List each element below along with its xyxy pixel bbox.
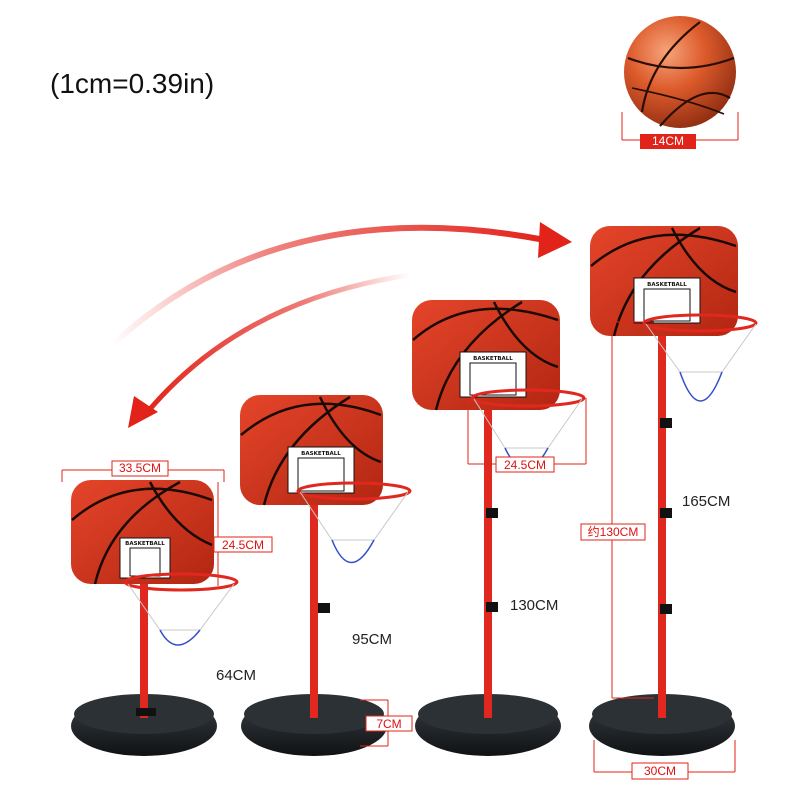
hoop-stand-95: BASKETBALL [240, 395, 412, 756]
board-height-dimension: 24.5CM [213, 482, 273, 586]
board-width-label: 33.5CM [119, 461, 161, 475]
basketball [624, 16, 736, 128]
height-label-130: 130CM [510, 597, 558, 614]
approx-height-dimension: 约130CM [580, 321, 654, 699]
unit-conversion-note: (1cm=0.39in) [50, 68, 215, 99]
ball-diameter-dimension: 14CM [621, 112, 739, 149]
rim-width-dimension: 24.5CM [467, 398, 587, 473]
height-label-64: 64CM [216, 667, 256, 684]
base-height-dimension: 7CM [360, 699, 413, 747]
backboard-text: BASKETBALL [301, 451, 341, 457]
ball-diameter-label: 14CM [652, 134, 684, 148]
height-label-95: 95CM [352, 631, 392, 648]
backboard-text: BASKETBALL [647, 282, 687, 288]
board-width-dimension: 33.5CM [61, 460, 225, 482]
hoop-stand-130: BASKETBALL [412, 300, 586, 756]
adjustable-height-arrows [109, 222, 572, 428]
backboard-text: BASKETBALL [125, 541, 165, 547]
hoop-stand-165: BASKETBALL [589, 226, 758, 756]
hoop-stand-64: BASKETBALL [71, 480, 239, 756]
board-height-label: 24.5CM [222, 538, 264, 552]
base-height-label: 7CM [376, 717, 401, 731]
height-label-165: 165CM [682, 493, 730, 510]
base-width-label: 30CM [644, 764, 676, 778]
rim-width-label: 24.5CM [504, 458, 546, 472]
backboard-text: BASKETBALL [473, 356, 513, 362]
approx-height-label: 约130CM [588, 524, 639, 539]
base-width-dimension: 30CM [593, 740, 736, 780]
